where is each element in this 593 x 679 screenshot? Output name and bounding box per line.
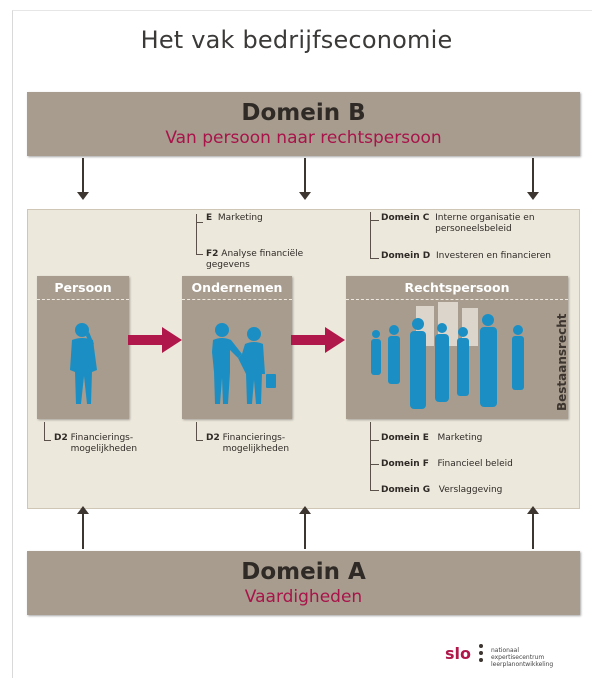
arrow-right-red-icon <box>128 327 182 353</box>
label-domein-c: Domein C Interne organisatie en personee… <box>381 213 535 234</box>
label-domein-g: Domein G Verslaggeving <box>381 485 503 495</box>
label-f2-analyse: F2 Analyse financiële gegevens <box>206 249 304 270</box>
domein-a-bar: Domein A Vaardigheden <box>27 551 580 615</box>
business-group-icon <box>371 302 524 409</box>
connector <box>370 422 379 441</box>
panel-rechtspersoon: Rechtspersoon <box>346 276 568 419</box>
figure-frame <box>12 10 592 678</box>
arrow-right-red-icon <box>291 327 345 353</box>
connector <box>370 220 379 259</box>
label-domein-d: Domein D Investeren en financieren <box>381 251 551 261</box>
domein-a-subtitle: Vaardigheden <box>244 587 363 607</box>
connector <box>370 440 379 465</box>
connector <box>370 464 379 491</box>
panel-ondernemen-title: Ondernemen <box>182 276 292 300</box>
arrow-up-center <box>299 506 311 549</box>
domein-a-title: Domein A <box>241 559 366 585</box>
domein-b-subtitle: Van persoon naar rechtspersoon <box>165 128 442 148</box>
arrow-down-right <box>527 158 539 200</box>
arrow-up-right <box>527 506 539 549</box>
slo-logo-text: slo <box>445 644 471 663</box>
panel-ondernemen: Ondernemen <box>182 276 292 419</box>
connector <box>196 222 203 255</box>
connector <box>196 214 203 223</box>
label-domein-f: Domein F Financieel beleid <box>381 459 513 469</box>
domein-b-bar: Domein B Van persoon naar rechtspersoon <box>27 92 580 156</box>
connector <box>44 422 51 441</box>
diagram-title: Het vak bedrijfseconomie <box>140 26 453 54</box>
slo-logo-tagline: nationaal expertisecentrum leerplanontwi… <box>491 647 554 668</box>
panel-rechtspersoon-title: Rechtspersoon <box>346 276 568 300</box>
panel-persoon: Persoon <box>37 276 129 419</box>
label-domein-e: Domein E Marketing <box>381 433 483 443</box>
panel-persoon-title: Persoon <box>37 276 129 300</box>
side-label-bestaansrecht: Bestaansrecht <box>555 313 569 412</box>
handshake-icon <box>212 323 276 404</box>
label-e-marketing: E Marketing <box>206 213 263 223</box>
domein-b-title: Domein B <box>241 100 366 126</box>
connector <box>196 422 203 441</box>
arrow-up-left <box>77 506 89 549</box>
label-d2-ondernemen: D2 Financierings-mogelijkheden <box>206 433 290 454</box>
label-d2-persoon: D2 Financierings-mogelijkheden <box>54 433 138 454</box>
arrow-down-left <box>77 158 89 200</box>
person-on-phone-icon <box>70 323 97 404</box>
connector <box>370 212 379 221</box>
arrow-down-center <box>299 158 311 200</box>
